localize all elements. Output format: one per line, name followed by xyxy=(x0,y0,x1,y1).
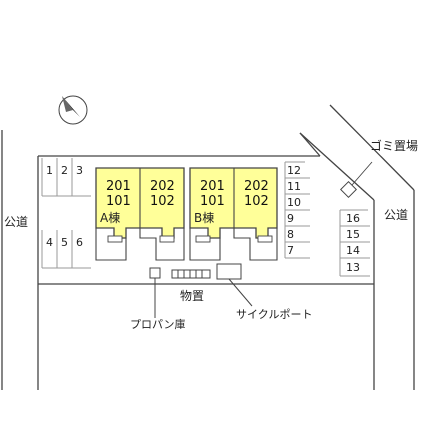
parking-space-label: 13 xyxy=(346,261,360,274)
parking-space-label: 2 xyxy=(61,164,68,177)
parking-space-label: 11 xyxy=(287,180,301,193)
building-b-label: B棟 xyxy=(194,210,214,225)
parking-labels: 1 2 3 4 5 6 12 11 10 9 8 7 16 15 14 13 xyxy=(46,164,360,274)
propane-store xyxy=(149,267,161,318)
parking-space-label: 9 xyxy=(287,212,294,225)
unit-a-102: 102 xyxy=(150,194,175,209)
parking-space-label: 7 xyxy=(287,244,294,257)
building-a xyxy=(95,167,185,261)
parking-space-label: 1 xyxy=(46,164,53,177)
parking-space-label: 10 xyxy=(287,196,301,209)
parking-space-label: 15 xyxy=(346,228,360,241)
parking-space-label: 3 xyxy=(76,164,83,177)
right-road-edge-upper xyxy=(329,104,415,191)
building-b xyxy=(189,167,278,261)
parking-space-label: 4 xyxy=(46,236,53,249)
north-arrow-icon xyxy=(58,95,88,125)
storage-label: 物置 xyxy=(180,289,204,303)
garbage-label: ゴミ置場 xyxy=(370,138,418,153)
bicycle-port xyxy=(216,263,253,307)
bicycle-label: サイクルポート xyxy=(236,308,312,321)
unit-b-102: 102 xyxy=(244,194,269,209)
unit-b-101: 101 xyxy=(200,194,225,209)
building-a-label: A棟 xyxy=(100,210,120,225)
unit-a-201: 201 xyxy=(106,179,131,194)
parking-space-label: 6 xyxy=(76,236,83,249)
unit-a-101: 101 xyxy=(106,194,131,209)
unit-a-202: 202 xyxy=(150,179,175,194)
parking-space-label: 5 xyxy=(61,236,68,249)
parking-space-label: 12 xyxy=(287,164,301,177)
garbage-station xyxy=(340,161,373,198)
parking-area xyxy=(41,158,370,277)
unit-b-202: 202 xyxy=(244,179,269,194)
parking-space-label: 14 xyxy=(346,244,360,257)
right-road-label: 公道 xyxy=(384,208,408,222)
propane-label: プロパン庫 xyxy=(130,317,186,331)
unit-b-201: 201 xyxy=(200,179,225,194)
storage-shed xyxy=(171,269,211,279)
left-road-label: 公道 xyxy=(4,215,28,229)
site-boundary xyxy=(37,132,375,390)
parking-space-label: 8 xyxy=(287,228,294,241)
parking-space-label: 16 xyxy=(346,212,360,225)
